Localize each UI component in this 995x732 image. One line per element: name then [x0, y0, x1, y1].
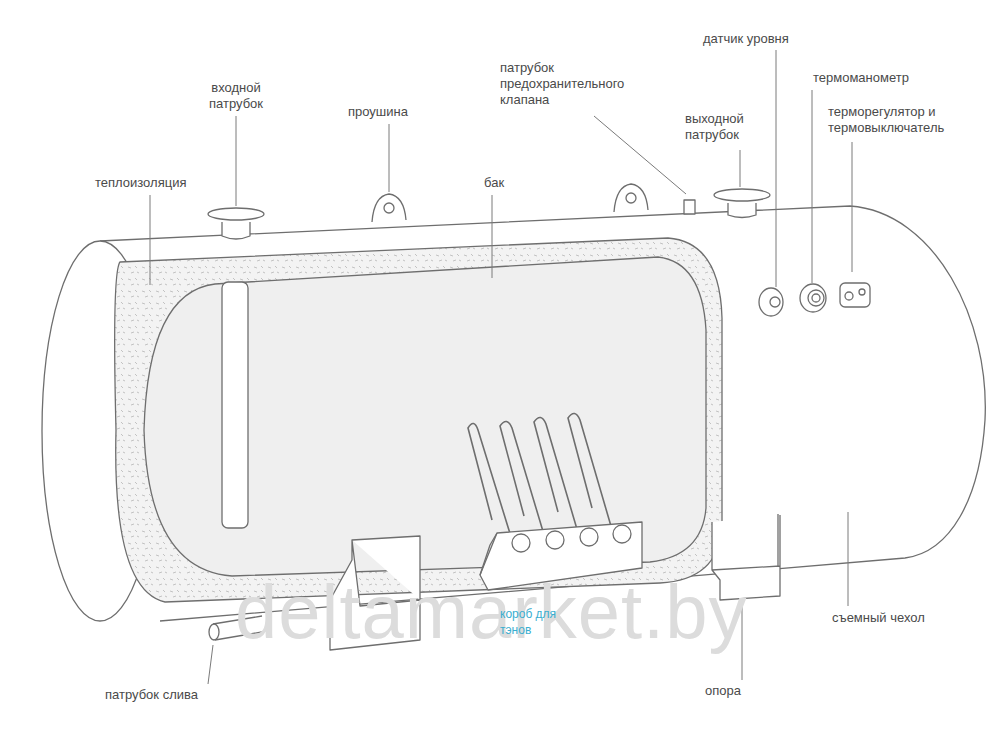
heater-box-edge [480, 533, 497, 575]
outer-shell [100, 206, 985, 621]
inlet-tube [222, 282, 248, 528]
heater-flanges [512, 525, 631, 552]
part-label: термоманометр [813, 70, 943, 86]
part-label: патрубок слива [105, 687, 235, 703]
part-label: входной патрубок [195, 80, 277, 112]
part-label: опора [705, 683, 775, 699]
lug [614, 184, 648, 212]
fittings [759, 283, 870, 316]
part-label: съемный чехол [832, 610, 962, 626]
valve-nozzle [684, 200, 695, 214]
part-label: короб для тэнов [500, 606, 562, 638]
part-label: датчик уровня [703, 31, 823, 47]
lug [372, 194, 406, 222]
part-label: проушина [348, 104, 438, 120]
heating-elements [468, 413, 613, 540]
part-label: бак [484, 175, 524, 191]
part-label: терморегулятор и термовыключатель [828, 104, 973, 136]
part-label: патрубок предохранительного клапана [500, 60, 650, 108]
leader-lines [150, 50, 852, 684]
outlet-nozzle [728, 203, 756, 218]
cover-seam [777, 514, 778, 566]
part-label: выходной патрубок [685, 111, 757, 143]
inlet-nozzle [222, 222, 250, 239]
part-label: теплоизоляция [95, 175, 215, 191]
